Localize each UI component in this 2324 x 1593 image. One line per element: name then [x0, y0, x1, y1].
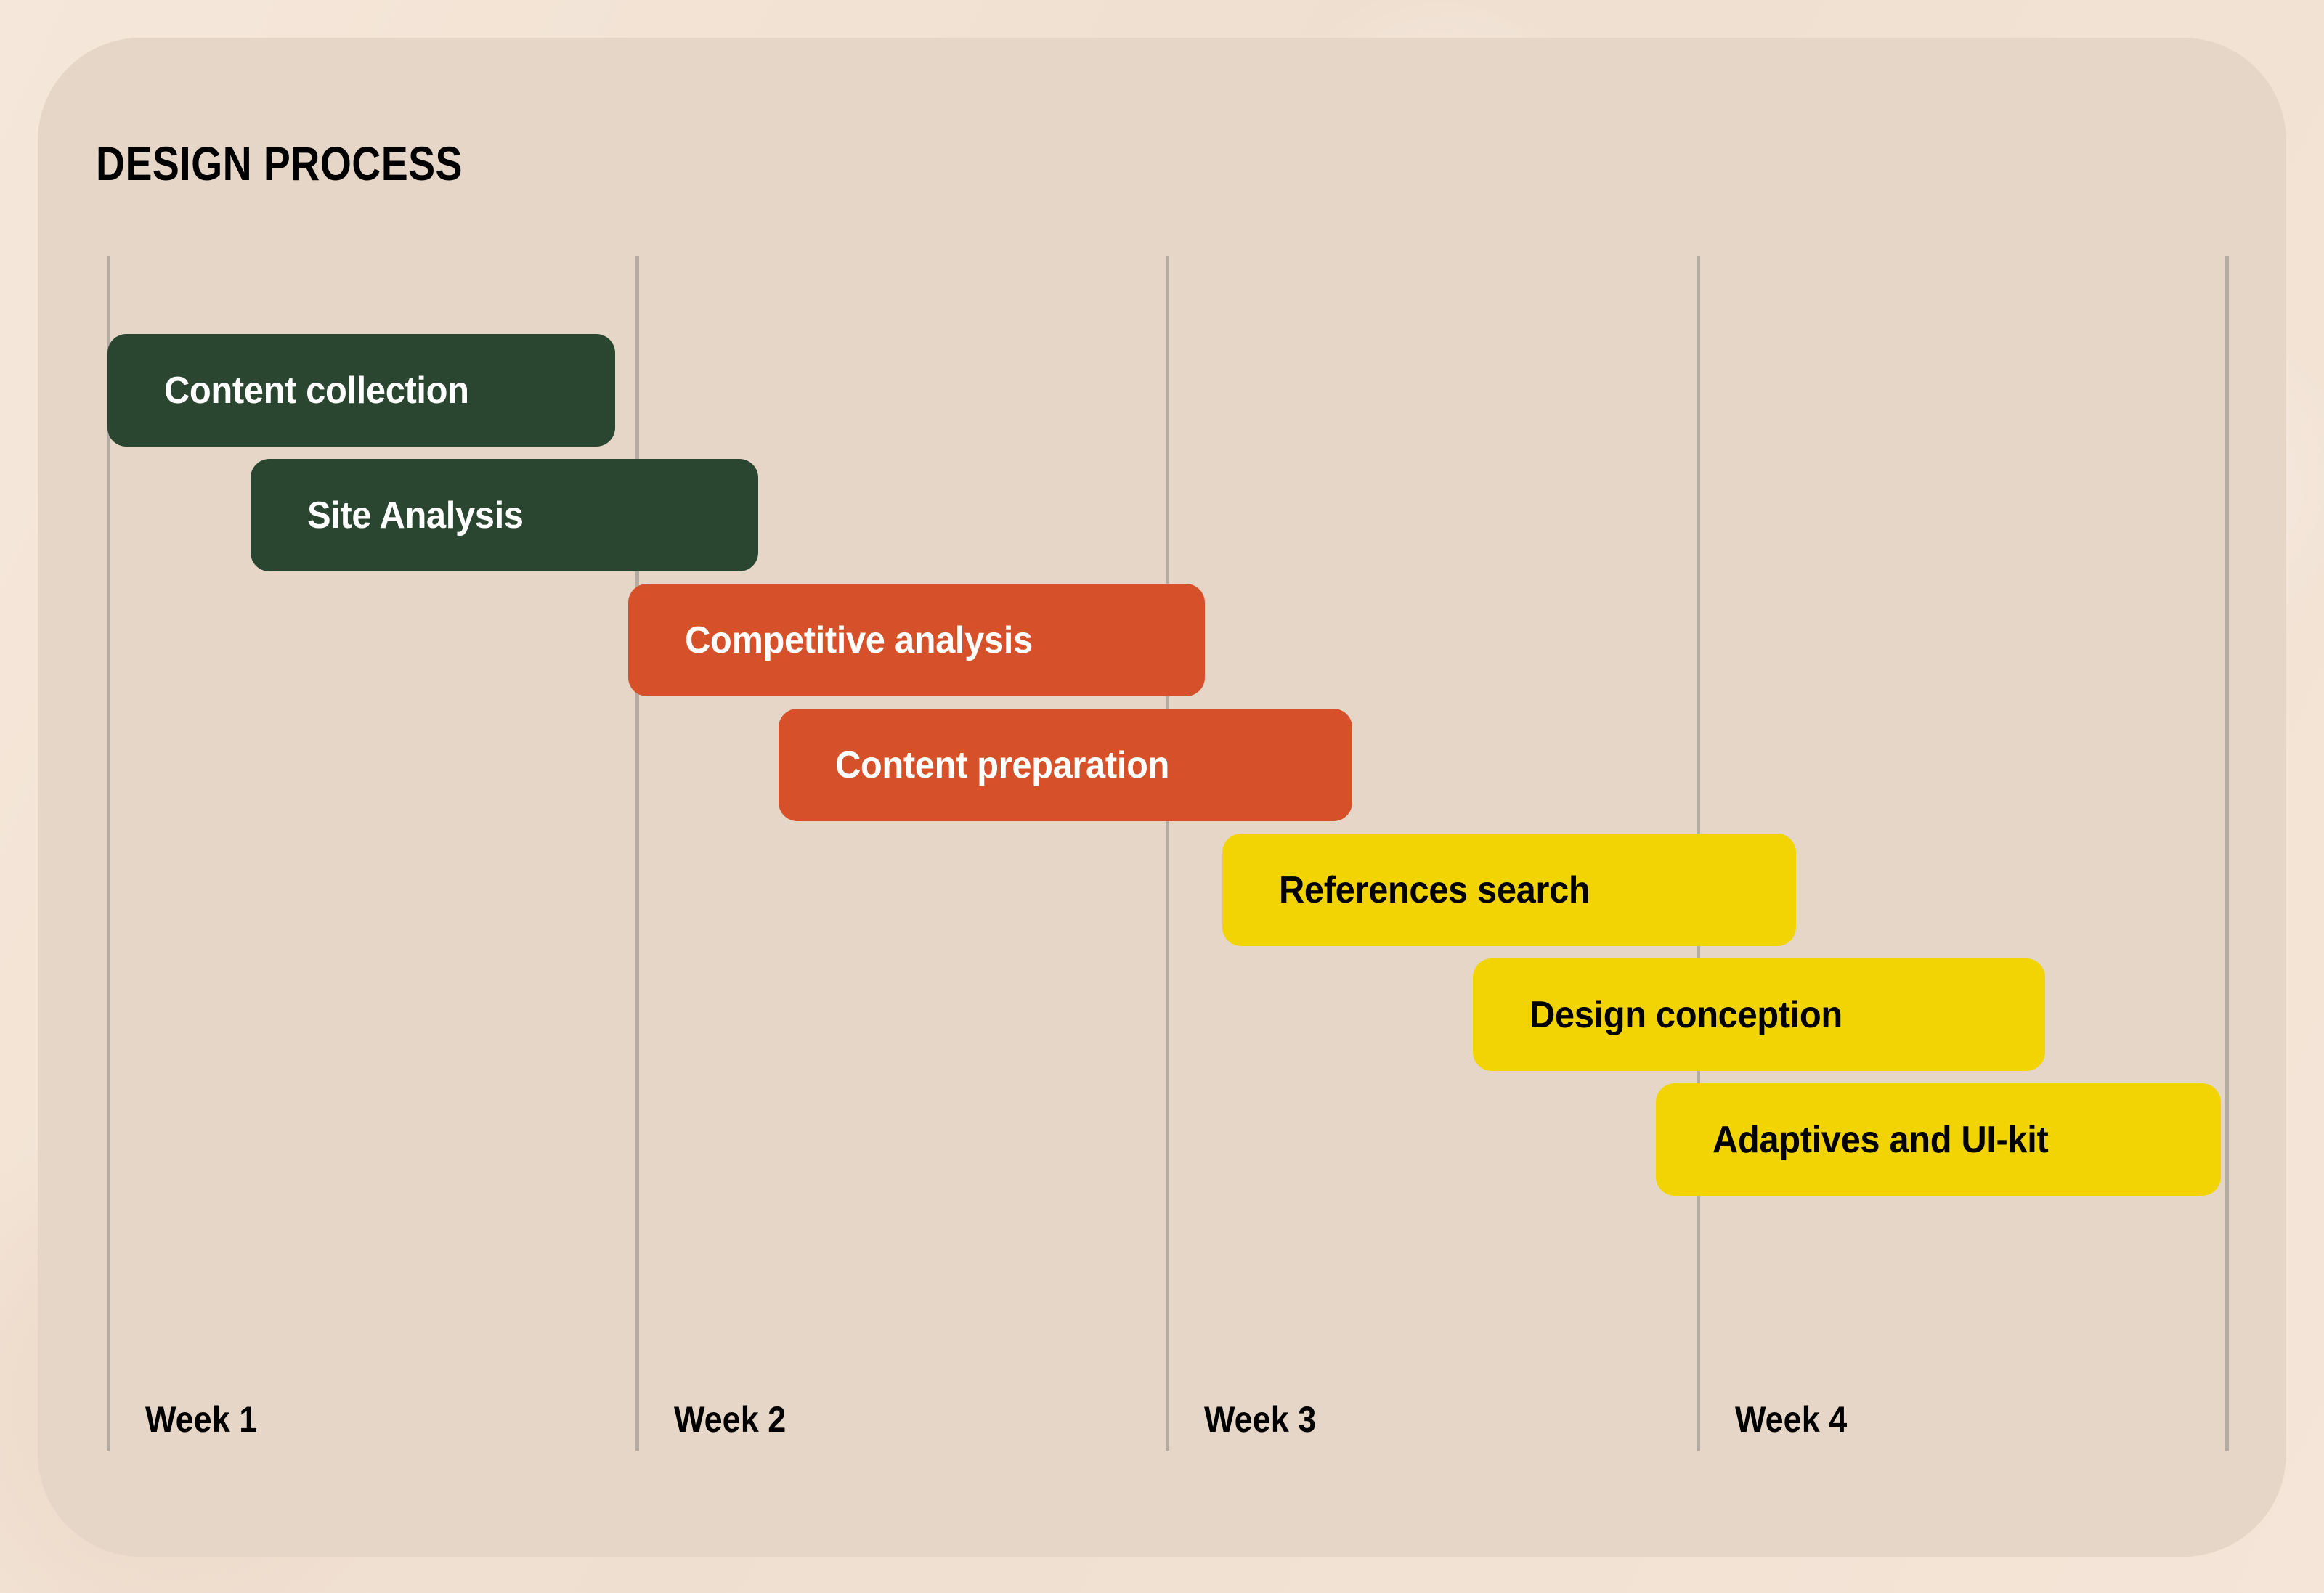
gantt-bar[interactable]: References search [1222, 834, 1796, 946]
gantt-plot-area: Week 1 Week 2 Week 3 Week 4 Content collecti… [38, 38, 2286, 1557]
gantt-bar-label: Content preparation [835, 743, 1169, 786]
gridline-week-3 [1166, 256, 1169, 1451]
page-title: DESIGN PROCESS [96, 137, 463, 190]
gantt-bar[interactable]: Content preparation [779, 709, 1352, 821]
gantt-bar-label: Competitive analysis [685, 619, 1033, 661]
gantt-bar-label: References search [1279, 868, 1590, 911]
axis-tick-label-week-1: Week 1 [145, 1399, 258, 1440]
axis-tick-label-week-2: Week 2 [674, 1399, 787, 1440]
gantt-bar-label: Content collection [164, 369, 469, 412]
gantt-bar[interactable]: Design conception [1473, 958, 2045, 1071]
gantt-bar[interactable]: Competitive analysis [628, 584, 1205, 696]
gridline-week-5 [2225, 256, 2229, 1451]
gantt-card: DESIGN PROCESS Week 1 Week 2 Week 3 Week 4 C… [38, 38, 2286, 1557]
gridline-week-2 [635, 256, 639, 1451]
gantt-bar[interactable]: Site Analysis [251, 459, 758, 571]
gridline-week-1 [107, 256, 110, 1451]
gantt-bar[interactable]: Content collection [107, 334, 615, 447]
gantt-bar-label: Design conception [1529, 993, 1842, 1036]
axis-tick-label-week-3: Week 3 [1204, 1399, 1317, 1440]
gantt-bar-label: Adaptives and UI-kit [1712, 1118, 2049, 1161]
axis-tick-label-week-4: Week 4 [1735, 1399, 1848, 1440]
gantt-bar-label: Site Analysis [307, 494, 524, 537]
gantt-bar[interactable]: Adaptives and UI-kit [1656, 1083, 2221, 1196]
